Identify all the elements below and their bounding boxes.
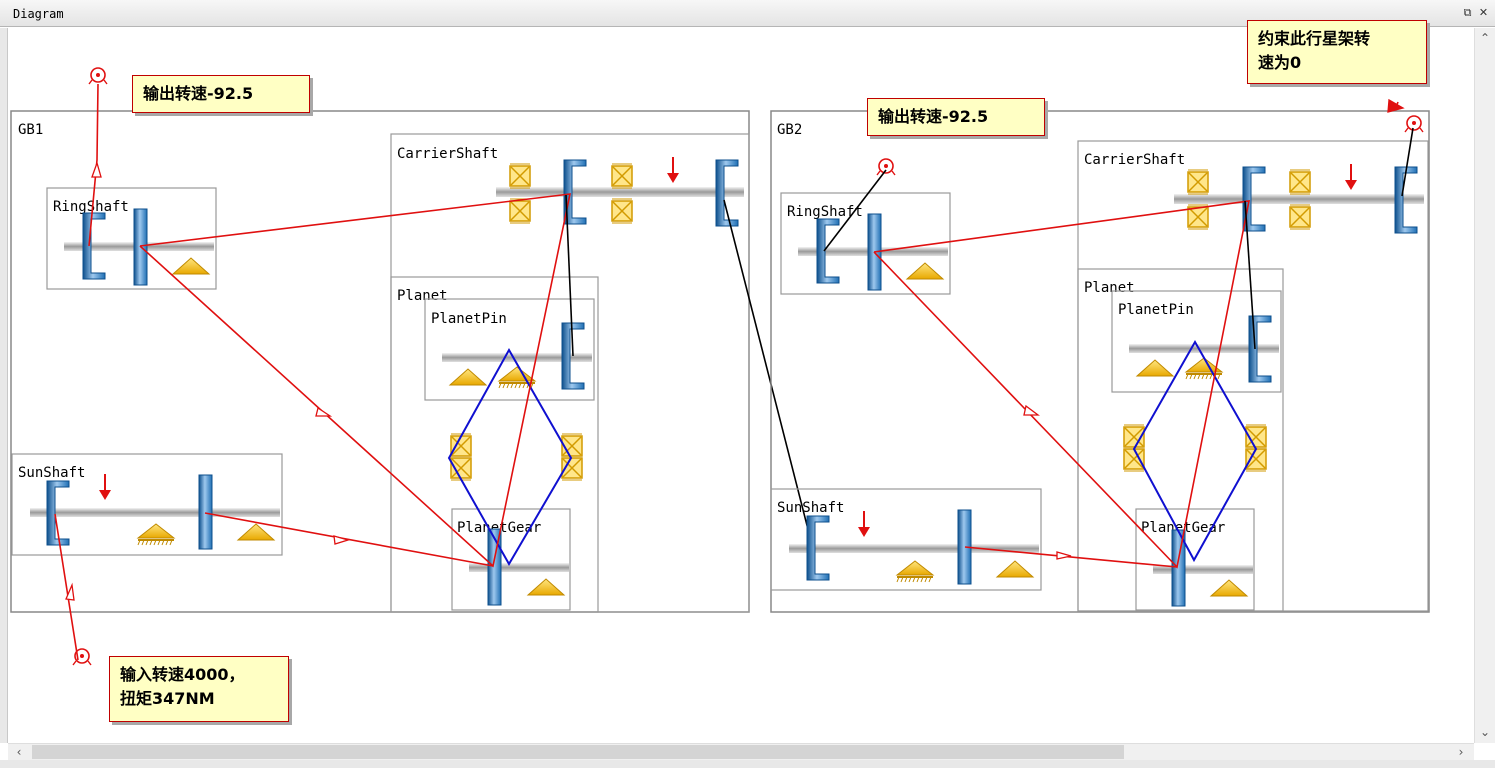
- gb1-planet-label: Planet: [397, 288, 448, 304]
- gb2-ring-shaft-label: RingShaft: [787, 204, 863, 220]
- gb2-sun-shaft[interactable]: SunShaft: [770, 488, 1042, 591]
- gb1-mesh-diamond: [447, 347, 573, 567]
- gb2-label: GB2: [777, 122, 802, 138]
- vertical-scrollbar[interactable]: ⌃ ⌄: [1474, 28, 1495, 743]
- gb2-carrier-speed-icon[interactable]: [1404, 115, 1424, 133]
- gb2-mesh-diamond: [1132, 339, 1258, 563]
- gb2-sun-shaft-label: SunShaft: [777, 500, 844, 516]
- gb1-label: GB1: [18, 122, 43, 138]
- gb1-input-speed-icon[interactable]: [72, 648, 92, 666]
- diagram-panel-titlebar: Diagram ⧉ ✕: [0, 0, 1495, 27]
- carrier-constraint-note[interactable]: 约束此行星架转 速为0: [1247, 20, 1427, 84]
- gb2-flow-arrows: [1023, 98, 1405, 560]
- gb2-power-flow: [873, 101, 1399, 569]
- gb2-planet[interactable]: Planet: [1077, 268, 1284, 612]
- scroll-right-icon[interactable]: ›: [1458, 745, 1464, 759]
- gb1-planet[interactable]: Planet: [390, 276, 599, 613]
- bottom-edge: [0, 760, 1495, 768]
- gb1-output-note[interactable]: 输出转速-92.5: [132, 75, 310, 113]
- gb2-links: [823, 127, 1414, 350]
- gb2-output-note[interactable]: 输出转速-92.5: [867, 98, 1045, 136]
- gb2-planet-pin-label: PlanetPin: [1118, 302, 1194, 318]
- gearbox-gb1[interactable]: GB1: [10, 110, 750, 613]
- gb1-flow-arrows: [65, 160, 351, 601]
- gb2-carrier-shaft-label: CarrierShaft: [1084, 152, 1185, 168]
- close-icon[interactable]: ✕: [1478, 6, 1489, 19]
- horizontal-scrollbar[interactable]: ‹ ›: [8, 743, 1474, 760]
- gb1-sun-shaft-label: SunShaft: [18, 465, 85, 481]
- restore-icon[interactable]: ⧉: [1463, 6, 1472, 19]
- gb2-ring-speed-icon[interactable]: [876, 158, 896, 176]
- gb1-links: [565, 194, 813, 546]
- gb1-carrier-shaft-label: CarrierShaft: [397, 146, 498, 162]
- gb2-ring-shaft[interactable]: RingShaft: [780, 192, 951, 295]
- gb1-planet-gear[interactable]: PlanetGear: [451, 508, 571, 611]
- horizontal-scroll-thumb[interactable]: [32, 745, 1124, 759]
- gb2-planet-gear[interactable]: PlanetGear: [1135, 508, 1255, 611]
- gb2-planet-pin[interactable]: PlanetPin: [1111, 290, 1282, 393]
- gb1-planet-pin-label: PlanetPin: [431, 311, 507, 327]
- diagram-canvas[interactable]: GB1 RingShaft SunShaft CarrierShaft Plan…: [8, 28, 1474, 743]
- gb1-ring-shaft[interactable]: RingShaft: [46, 187, 217, 290]
- left-panel-edge: [0, 28, 8, 743]
- gb2-planet-gear-label: PlanetGear: [1141, 520, 1225, 536]
- scroll-up-icon[interactable]: ⌃: [1479, 31, 1491, 45]
- gb1-power-flow: [54, 83, 572, 661]
- gb2-planet-label: Planet: [1084, 280, 1135, 296]
- gb1-planet-pin[interactable]: PlanetPin: [424, 298, 595, 401]
- scroll-down-icon[interactable]: ⌄: [1479, 725, 1491, 739]
- input-note[interactable]: 输入转速4000， 扭矩347NM: [109, 656, 289, 722]
- gear-diagram: GB1 RingShaft SunShaft CarrierShaft Plan…: [10, 67, 1430, 666]
- gb1-ring-shaft-label: RingShaft: [53, 199, 129, 215]
- panel-title: Diagram: [13, 7, 64, 21]
- gb1-sun-shaft[interactable]: SunShaft: [11, 453, 283, 556]
- gb1-planet-gear-label: PlanetGear: [457, 520, 541, 536]
- gearbox-gb2[interactable]: GB2: [770, 110, 1430, 613]
- scroll-left-icon[interactable]: ‹: [16, 745, 22, 759]
- gb1-ring-speed-icon[interactable]: [88, 67, 108, 85]
